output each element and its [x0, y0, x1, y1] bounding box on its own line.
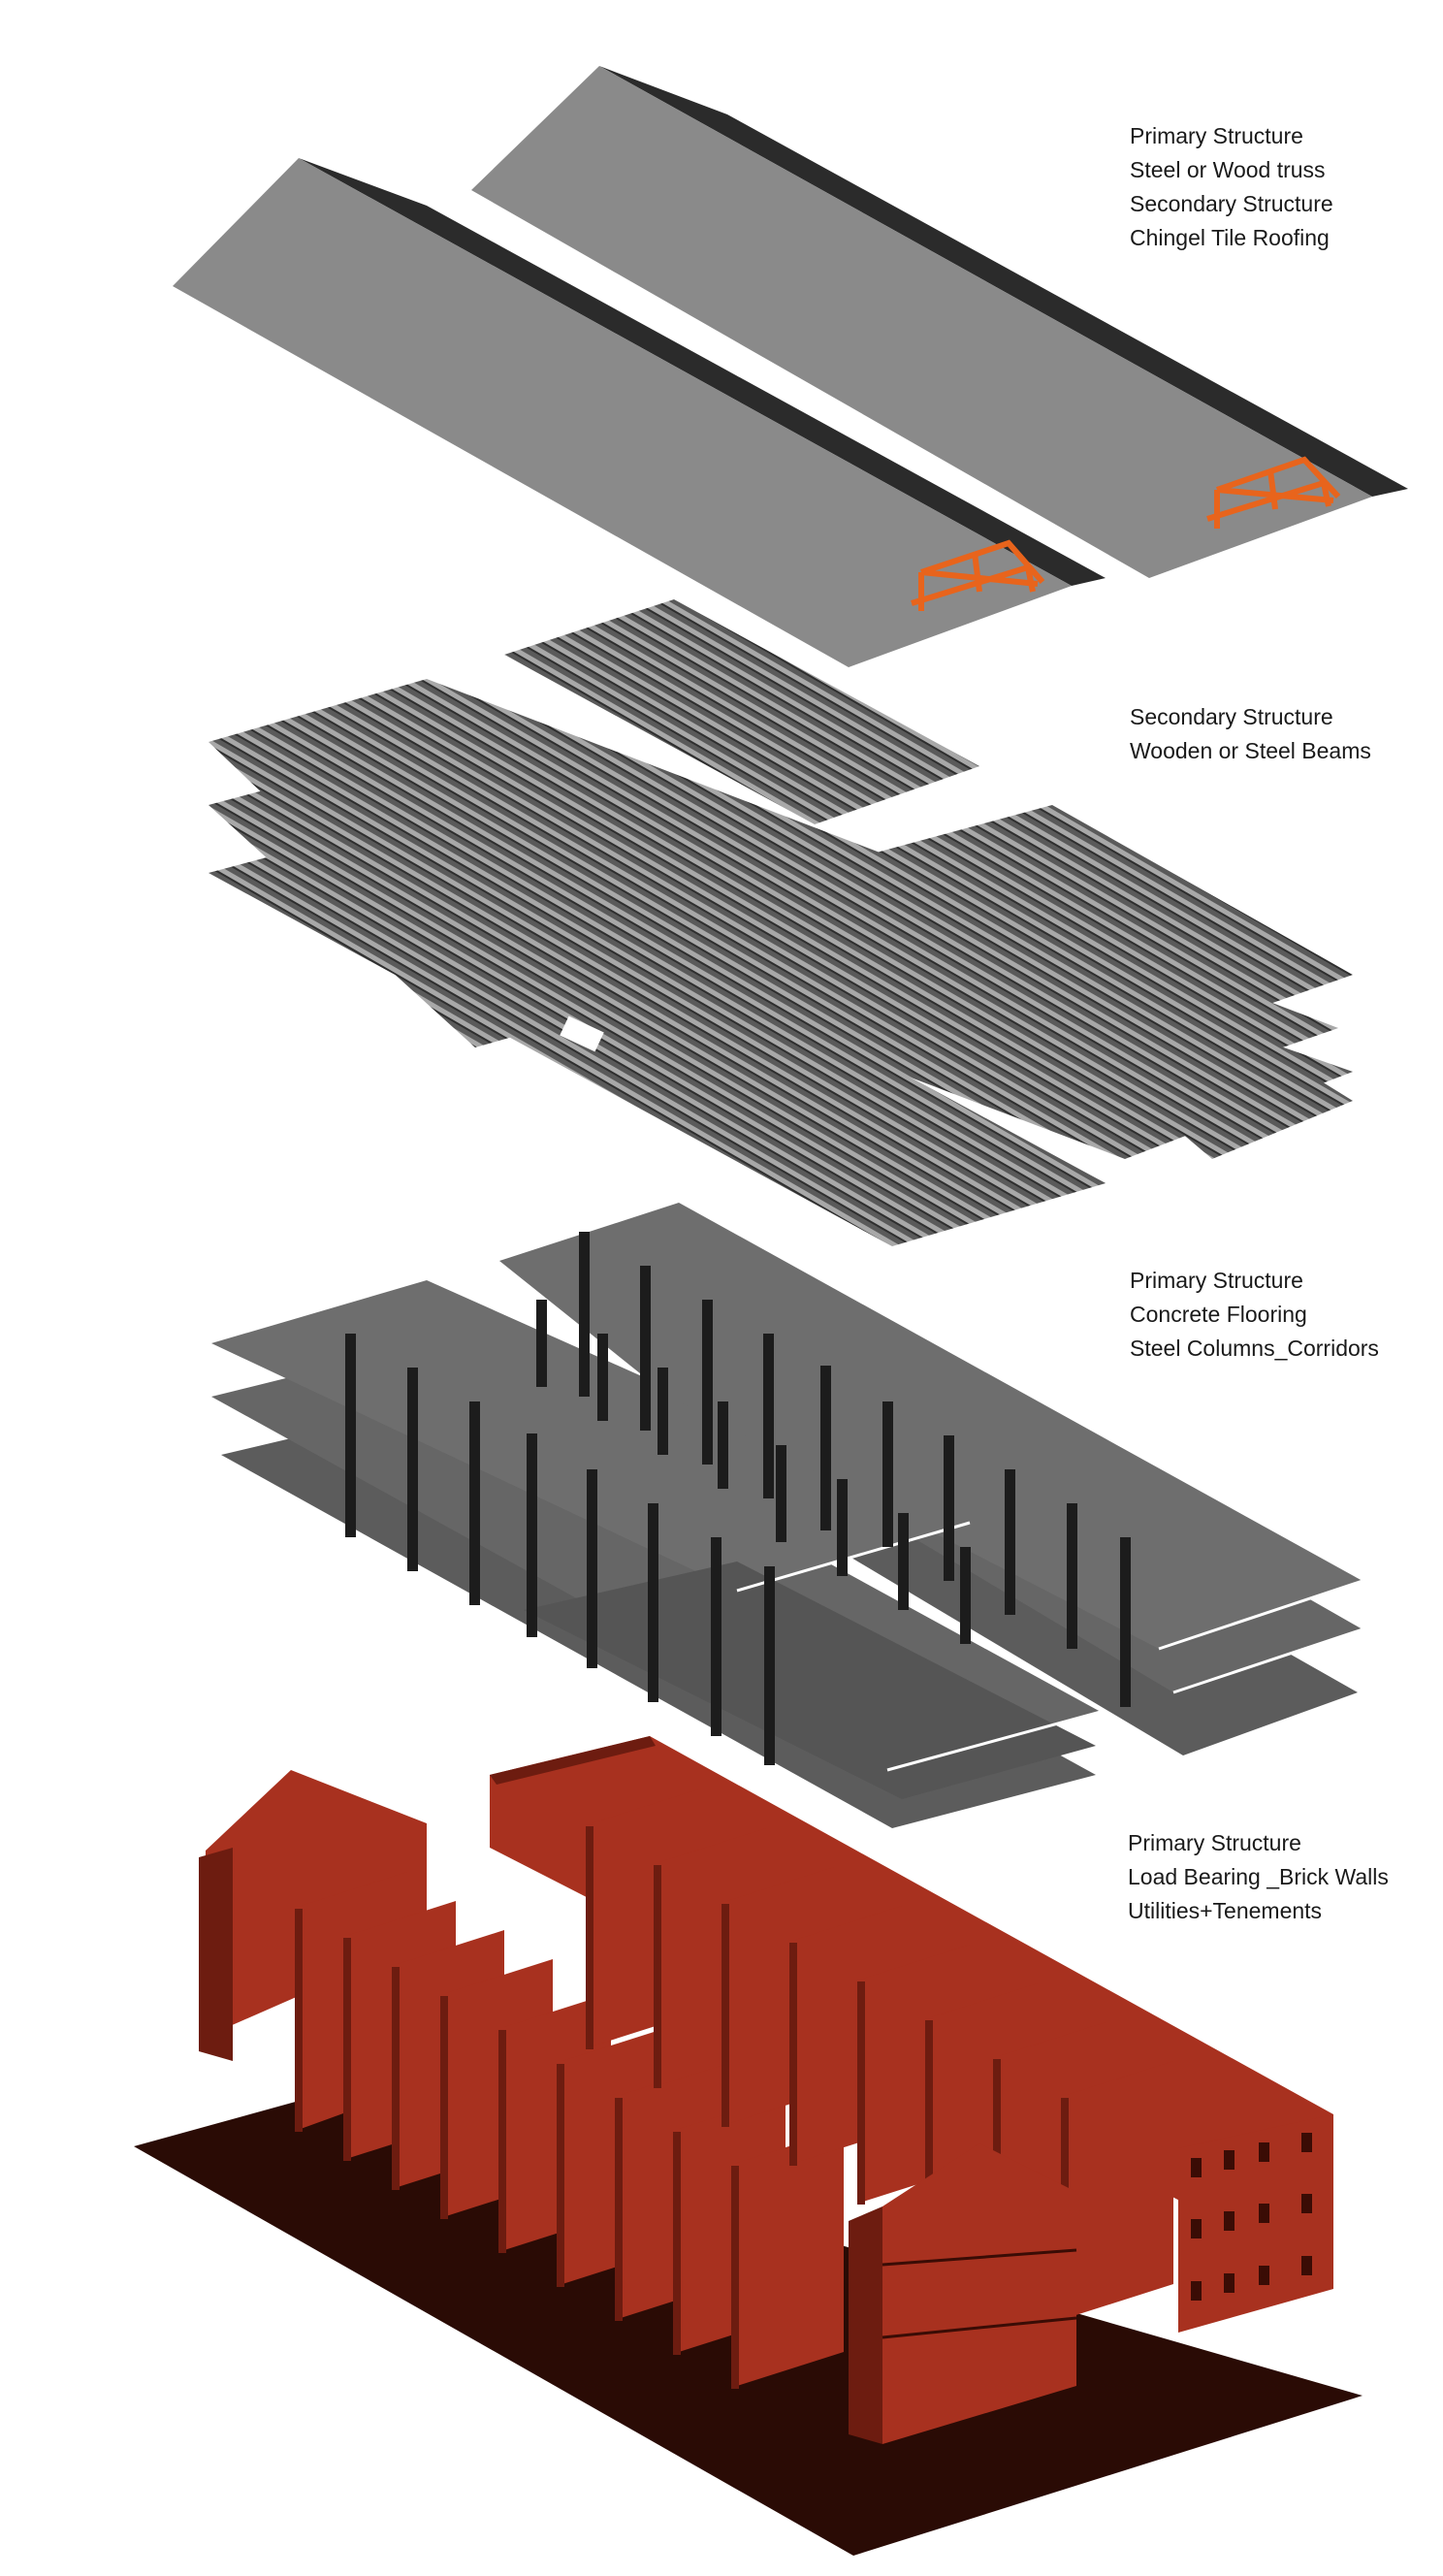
beam-deck-upper — [208, 679, 1338, 1106]
floors-layer — [211, 1203, 1363, 1828]
beam-gap — [560, 1015, 604, 1052]
beam-deck-top-left — [504, 599, 979, 824]
walls-layer — [134, 1736, 1363, 2556]
roof-label-2: Steel or Wood truss — [1130, 157, 1326, 182]
end-wall-windows — [1191, 2133, 1312, 2301]
beams-label-2: Wooden or Steel Beams — [1130, 738, 1371, 763]
beams-layer — [208, 599, 1353, 1246]
roof-label-3: Secondary Structure — [1130, 191, 1333, 216]
wall-end-right — [1178, 2114, 1333, 2333]
wall-floor-lines — [882, 2248, 1077, 2339]
beam-deck-right-lower — [1115, 1038, 1353, 1159]
roof-labels: Primary Structure Steel or Wood truss Se… — [1130, 119, 1333, 255]
roof-right-back-slope — [599, 66, 1408, 497]
roof-truss-left — [911, 539, 1045, 611]
steel-columns — [345, 1232, 1131, 1765]
floor-slab-lower-panel — [524, 1562, 1096, 1799]
wall-back-top — [490, 1736, 656, 1785]
wall-gable-front-side — [849, 2206, 882, 2444]
floors-label-3: Steel Columns_Corridors — [1130, 1336, 1379, 1361]
roof-label-4: Chingel Tile Roofing — [1130, 225, 1330, 250]
walls-label-3: Utilities+Tenements — [1128, 1898, 1323, 1923]
walls-label-1: Primary Structure — [1128, 1830, 1301, 1855]
beams-label-1: Secondary Structure — [1130, 704, 1333, 729]
roof-label-1: Primary Structure — [1130, 123, 1303, 148]
tenement-walls — [301, 1789, 1173, 2386]
roof-left-face — [173, 158, 1072, 667]
floors-label-1: Primary Structure — [1130, 1268, 1303, 1293]
roof-truss-right — [1206, 456, 1341, 529]
walls-label-2: Load Bearing _Brick Walls — [1128, 1864, 1389, 1889]
floors-labels: Primary Structure Concrete Flooring Stee… — [1130, 1264, 1379, 1366]
walls-labels: Primary Structure Load Bearing _Brick Wa… — [1128, 1826, 1389, 1928]
wall-gable-left-side — [199, 1848, 233, 2061]
beam-deck-right — [873, 805, 1353, 1038]
roof-layer — [173, 66, 1408, 667]
floor-slab-edges — [736, 1521, 1363, 1772]
wall-gable-front — [882, 2143, 1076, 2444]
floor-slab-top-right — [499, 1203, 1363, 1649]
floors-label-2: Concrete Flooring — [1130, 1302, 1307, 1327]
roof-right-face — [471, 66, 1372, 578]
beams-labels: Secondary Structure Wooden or Steel Beam… — [1130, 700, 1371, 768]
roof-left-back-slope — [299, 158, 1106, 586]
